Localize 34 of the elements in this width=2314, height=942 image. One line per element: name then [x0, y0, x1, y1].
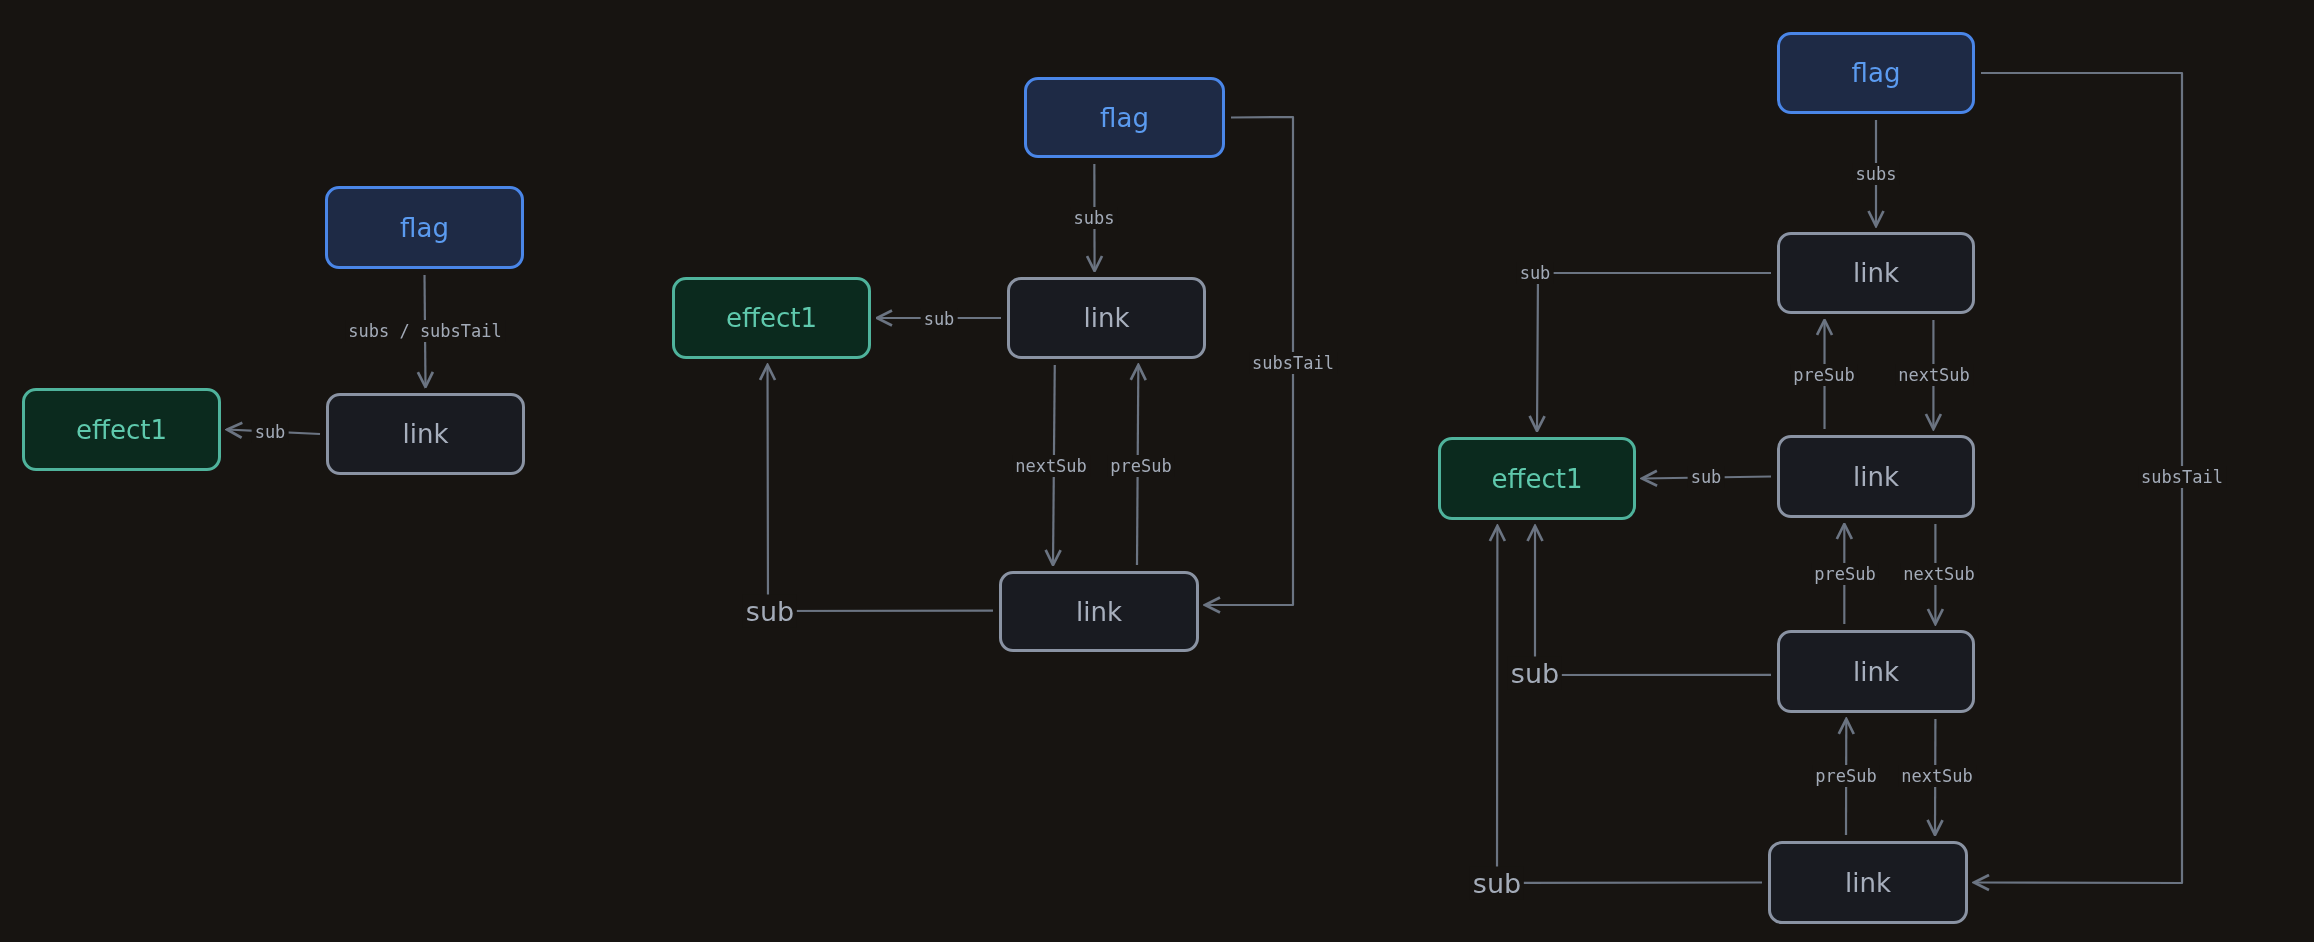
- node-label: link: [1853, 258, 1899, 288]
- link-box: [1777, 232, 1975, 314]
- effect-box: [22, 388, 221, 471]
- link-box: [1777, 435, 1975, 518]
- node-label: link: [1845, 867, 1891, 898]
- node-label: link: [1853, 656, 1899, 687]
- link-box: [1777, 630, 1975, 713]
- node-label: link: [402, 419, 449, 449]
- arrow: [1526, 524, 1771, 677]
- node-label: flag: [1851, 58, 1901, 88]
- link-box: [1007, 277, 1206, 359]
- flag-box: [325, 186, 524, 269]
- flag-box: [1777, 32, 1975, 114]
- flag-box: [1024, 77, 1225, 158]
- link-box: [1768, 841, 1968, 924]
- node-label: effect1: [76, 414, 167, 445]
- node-label: link: [1853, 461, 1899, 492]
- arrow: [758, 363, 993, 613]
- arrow: [1129, 363, 1148, 565]
- link-box: [999, 571, 1199, 652]
- arrow: [1528, 271, 1771, 433]
- node-label: link: [1083, 303, 1130, 333]
- arrow: [1488, 524, 1762, 885]
- arrow: [1203, 115, 1295, 614]
- node-label: flag: [400, 212, 449, 243]
- node-label: flag: [1100, 102, 1149, 133]
- node-label: effect1: [1491, 463, 1583, 494]
- node-label: link: [1076, 596, 1122, 627]
- node-label: effect1: [726, 303, 817, 333]
- arrow: [1972, 71, 2184, 892]
- arrow: [1044, 365, 1062, 567]
- effect-box: [1438, 437, 1636, 520]
- link-box: [326, 393, 525, 475]
- effect-box: [672, 277, 871, 359]
